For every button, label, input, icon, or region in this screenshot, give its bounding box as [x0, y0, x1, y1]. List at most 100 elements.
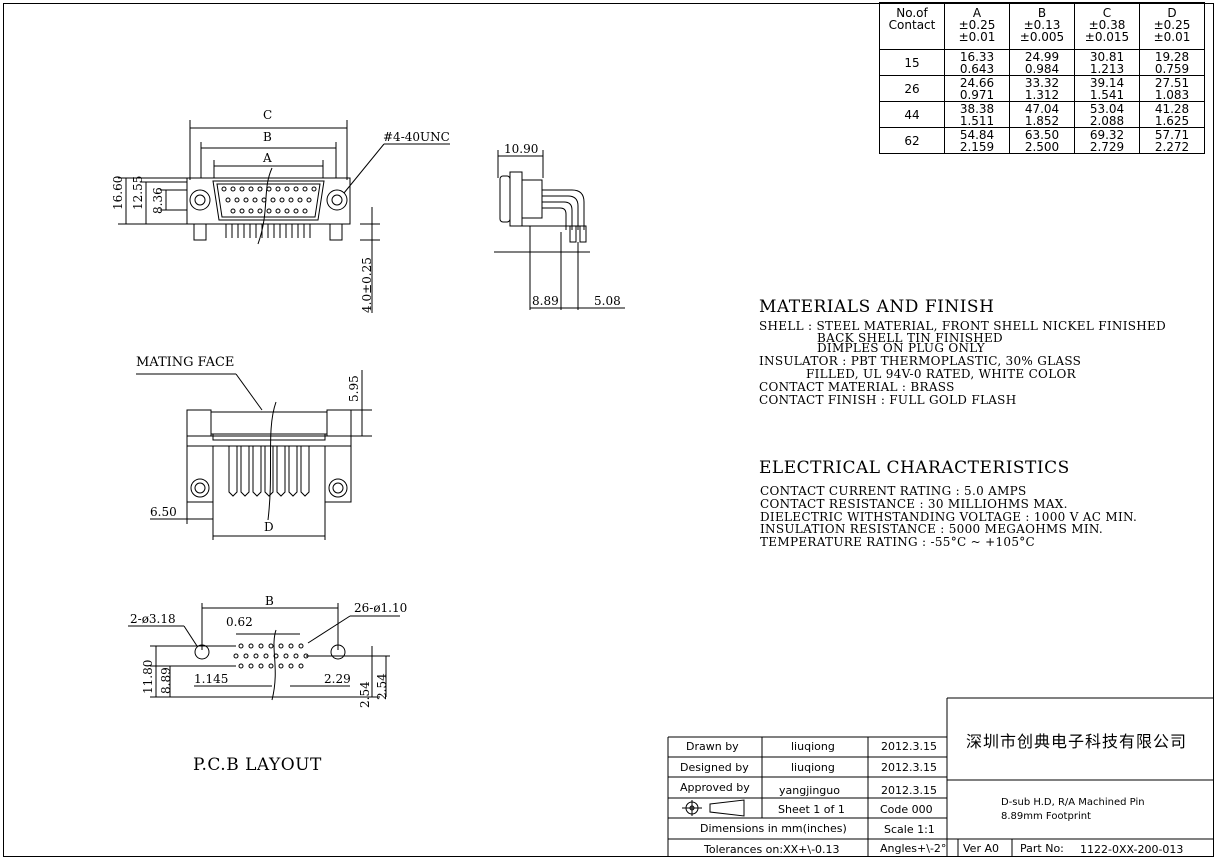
- dim-height-4-0: 4.0±0.25: [360, 257, 374, 313]
- in: 2.088: [1089, 113, 1125, 128]
- in: 2.500: [1024, 139, 1060, 154]
- front-view: [118, 120, 450, 313]
- dim-label-c: C: [263, 108, 273, 122]
- pcb-pitch-label: 0.62: [226, 615, 253, 629]
- in: 2.159: [959, 139, 995, 154]
- dim-height-16-60: 16.60: [111, 175, 125, 210]
- pcb-dim-8-89: 8.89: [159, 667, 173, 694]
- mm: 69.32: [1089, 127, 1125, 142]
- col-tol-mm: ±0.25: [958, 18, 996, 32]
- pcb-dim-11-80: 11.80: [141, 659, 155, 694]
- mm: 54.84: [959, 127, 995, 142]
- spec-line: CONTACT FINISH : FULL GOLD FLASH: [759, 393, 1017, 407]
- pcb-dim-2-54-b: 2.54: [375, 673, 389, 700]
- description-line2: 8.89mm Footprint: [1001, 811, 1091, 822]
- in: 1.213: [1089, 61, 1125, 76]
- approved-name: yangjinguo: [779, 784, 840, 797]
- spec-line: BACK SHELL TIN FINISHED: [817, 331, 1003, 345]
- spec-line: INSULATOR : PBT THERMOPLASTIC, 30% GLASS: [759, 354, 1082, 368]
- col-tol-in: ±0.01: [958, 30, 996, 44]
- contact-count: 26: [879, 75, 945, 102]
- spec-line: DIELECTRIC WITHSTANDING VOLTAGE : 1000 V…: [760, 510, 1138, 524]
- dim-height-12-55: 12.55: [131, 175, 145, 210]
- mm: 24.66: [959, 75, 995, 90]
- designed-date: 2012.3.15: [881, 761, 937, 774]
- col-tol-mm: ±0.13: [1023, 18, 1061, 32]
- in: 1.541: [1089, 87, 1125, 102]
- in: 2.729: [1089, 139, 1125, 154]
- mm: 57.71: [1154, 127, 1190, 142]
- version: Ver A0: [963, 842, 999, 855]
- mm: 47.04: [1024, 101, 1060, 116]
- mm: 27.51: [1154, 75, 1190, 90]
- spec-line: FILLED, UL 94V-0 RATED, WHITE COLOR: [806, 367, 1076, 381]
- electrical-heading: ELECTRICAL CHARACTERISTICS: [759, 458, 1070, 478]
- angles: Angles+\-2°: [880, 842, 947, 855]
- col-name: C: [1102, 6, 1112, 20]
- title-block-lines: [667, 697, 1214, 857]
- dim-label-b: B: [263, 130, 272, 144]
- mm: 16.33: [959, 49, 995, 64]
- spec-line: INSULATION RESISTANCE : 5000 MEGAOHMS MI…: [760, 522, 1104, 536]
- col-tol-in: ±0.015: [1084, 30, 1130, 44]
- pcb-dim-1-145: 1.145: [194, 672, 229, 686]
- mm: 63.50: [1024, 127, 1060, 142]
- dim-footprint-8-89: 8.89: [532, 294, 559, 308]
- spec-line: TEMPERATURE RATING : -55°C ~ +105°C: [760, 535, 1036, 549]
- dim-6-50: 6.50: [150, 505, 177, 519]
- dimensions-unit: Dimensions in mm(inches): [700, 822, 847, 835]
- col-tol-mm: ±0.38: [1088, 18, 1126, 32]
- mm: 33.32: [1024, 75, 1060, 90]
- pcb-holes: [233, 643, 309, 669]
- in: 0.971: [959, 87, 995, 102]
- pcb-pin-hole-label: 26-ø1.10: [354, 601, 408, 615]
- spec-line: CONTACT MATERIAL : BRASS: [759, 380, 955, 394]
- in: 1.511: [959, 113, 995, 128]
- mm: 30.81: [1089, 49, 1125, 64]
- company-name: 深圳市创典电子科技有限公司: [966, 732, 1188, 751]
- header-contact-line2: Contact: [888, 18, 936, 32]
- drawn-date: 2012.3.15: [881, 740, 937, 753]
- dim-height-8-36: 8.36: [151, 187, 165, 214]
- dim-5-08: 5.08: [594, 294, 621, 308]
- header-col-d: D ±0.25 ±0.01: [1139, 2, 1205, 50]
- dimension-table: No.of Contact A ±0.25 ±0.01 B ±0.13 ±0.0…: [879, 2, 1205, 154]
- in: 2.272: [1154, 139, 1190, 154]
- dim-5-95: 5.95: [347, 375, 361, 402]
- in: 0.643: [959, 61, 995, 76]
- designed-name: liuqiong: [791, 761, 835, 774]
- contact-count: 62: [879, 127, 945, 154]
- header-col-a: A ±0.25 ±0.01: [944, 2, 1010, 50]
- col-name: A: [972, 6, 982, 20]
- designed-label: Designed by: [680, 761, 749, 774]
- code: Code 000: [880, 803, 933, 816]
- mm: 19.28: [1154, 49, 1190, 64]
- spec-line: SHELL : STEEL MATERIAL, FRONT SHELL NICK…: [759, 319, 1166, 333]
- mm: 38.38: [959, 101, 995, 116]
- in: 0.984: [1024, 61, 1060, 76]
- in: 1.852: [1024, 113, 1060, 128]
- contact-count: 15: [879, 49, 945, 76]
- materials-heading: MATERIALS AND FINISH: [759, 297, 995, 317]
- dim-label-a: A: [263, 151, 272, 165]
- dim-label-d: D: [264, 520, 274, 534]
- spec-line: CONTACT CURRENT RATING : 5.0 AMPS: [760, 484, 1027, 498]
- mating-pins: [228, 446, 310, 497]
- sheet-number: Sheet 1 of 1: [778, 803, 845, 816]
- col-tol-in: ±0.005: [1019, 30, 1065, 44]
- spec-line: DIMPLES ON PLUG ONLY: [817, 341, 985, 355]
- drawn-label: Drawn by: [686, 740, 739, 753]
- scale: Scale 1:1: [884, 823, 935, 836]
